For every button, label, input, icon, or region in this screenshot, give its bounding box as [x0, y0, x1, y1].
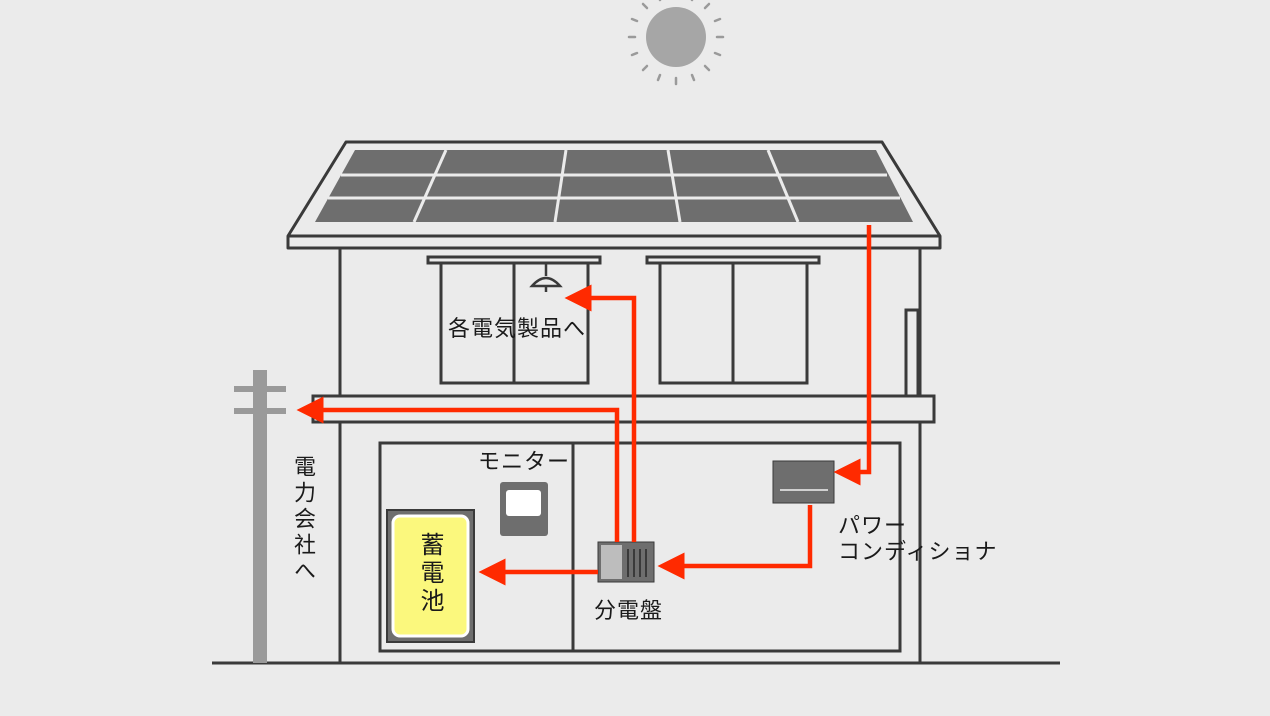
label-distribution-board: 分電盤 [594, 599, 664, 624]
flow-arrow-board-to-utility [296, 396, 620, 542]
monitor-device [500, 482, 548, 536]
ceiling-lamp-icon [529, 263, 563, 292]
label-power-conditioner-line1: パワー [838, 514, 908, 539]
upper-floor-wall [338, 246, 922, 398]
label-power-conditioner-line2: コンディショナ [838, 540, 998, 565]
label-monitor: モニター [478, 450, 571, 475]
label-utility: 電力会社へ [290, 455, 315, 585]
label-battery: 蓄電池 [416, 532, 444, 616]
utility-pole [234, 370, 286, 663]
distribution-board-device [597, 541, 655, 583]
solar-panel [315, 149, 913, 223]
sun-icon [627, 0, 725, 86]
flow-arrow-conditioner-to-board [657, 505, 813, 580]
window-left [426, 255, 602, 385]
window-right [645, 255, 821, 385]
label-appliances: 各電気製品へ [448, 317, 587, 342]
side-post [904, 308, 920, 398]
flow-arrow-board-to-appliances [564, 284, 637, 542]
flow-arrow-panel-to-conditioner [833, 225, 872, 486]
lower-floor-wall [338, 420, 922, 663]
battery-device [386, 509, 475, 643]
power-conditioner-device [772, 460, 835, 504]
